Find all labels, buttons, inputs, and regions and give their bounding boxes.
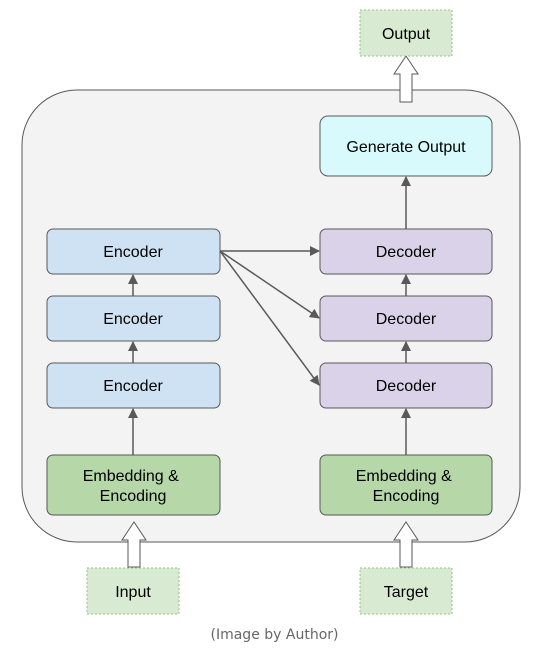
output-hollow-arrow: [393, 55, 419, 103]
image-caption: (Image by Author): [210, 627, 339, 643]
encoder-label-3: Encoder: [103, 244, 163, 261]
input-hollow-arrow: [121, 521, 147, 568]
input-label: Input: [115, 584, 151, 601]
decoder-embedding-label: Embedding & Encoding: [356, 468, 457, 505]
model-container: [21, 89, 521, 543]
input-box: [86, 567, 180, 615]
generate-output-label: Generate Output: [346, 139, 466, 156]
target-hollow-arrow: [393, 521, 419, 568]
target-box: [359, 567, 453, 615]
arrow-encoder-to-decoder-1: [219, 250, 320, 386]
encoder-label-2: Encoder: [103, 311, 163, 328]
decoder-label-3: Decoder: [376, 244, 437, 261]
encoder-label-1: Encoder: [103, 378, 163, 395]
encoder-embedding-box: [46, 454, 221, 516]
decoder-label-1: Decoder: [376, 378, 437, 395]
target-label: Target: [384, 584, 429, 601]
arrow-encoder-to-decoder-2: [219, 250, 320, 319]
encoder-embedding-label: Embedding & Encoding: [83, 468, 184, 505]
output-label: Output: [382, 26, 431, 43]
decoder-label-2: Decoder: [376, 311, 437, 328]
output-box: [359, 9, 453, 57]
decoder-embedding-box: [319, 454, 493, 516]
